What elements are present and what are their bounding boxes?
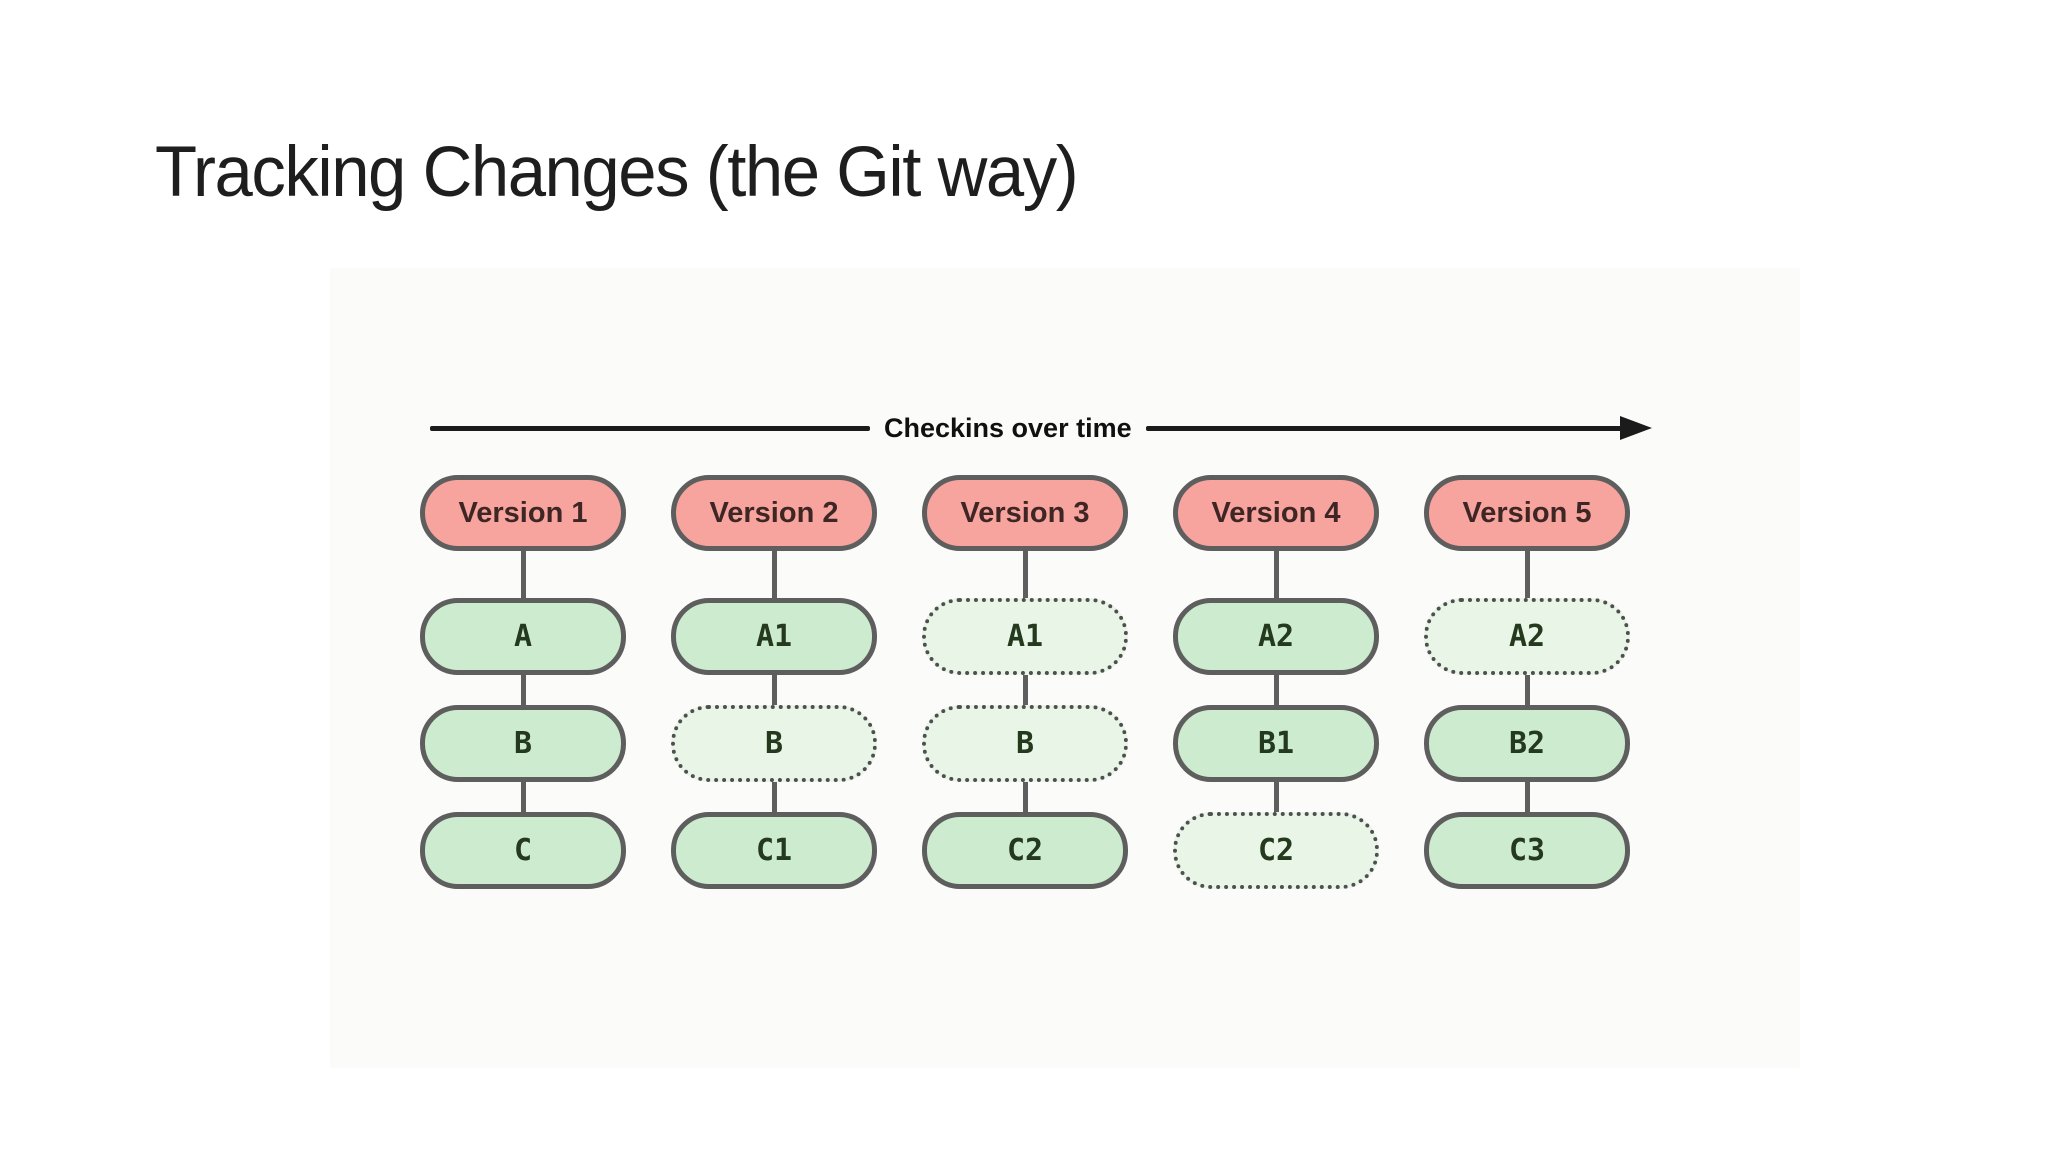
- timeline: Checkins over time: [430, 412, 1652, 444]
- connector-line: [520, 782, 526, 812]
- connector-line: [1524, 551, 1530, 598]
- connector-line: [1022, 675, 1028, 705]
- file-box-solid: B1: [1173, 705, 1379, 782]
- connector-line: [1524, 782, 1530, 812]
- file-box-solid: C2: [922, 812, 1128, 889]
- connector-line: [771, 782, 777, 812]
- timeline-line-left: [430, 425, 870, 431]
- connector-line: [1524, 675, 1530, 705]
- file-box-solid: B: [420, 705, 626, 782]
- connector-line: [1022, 551, 1028, 598]
- timeline-line-right: [1145, 416, 1652, 440]
- connector-line: [771, 675, 777, 705]
- connector-line: [1022, 782, 1028, 812]
- file-box-dashed: A2: [1424, 598, 1630, 675]
- timeline-label: Checkins over time: [884, 412, 1132, 443]
- version-box: Version 3: [922, 475, 1128, 551]
- file-box-solid: C1: [671, 812, 877, 889]
- file-box-dashed: A1: [922, 598, 1128, 675]
- file-box-dashed: B: [922, 705, 1128, 782]
- connector-line: [1273, 675, 1279, 705]
- connector-line: [1273, 782, 1279, 812]
- version-box: Version 1: [420, 475, 626, 551]
- version-box: Version 4: [1173, 475, 1379, 551]
- arrow-right-icon: [1620, 416, 1652, 440]
- connector-line: [771, 551, 777, 598]
- file-box-dashed: C2: [1173, 812, 1379, 889]
- slide-title: Tracking Changes (the Git way): [155, 132, 1079, 212]
- connector-line: [520, 551, 526, 598]
- file-box-solid: C: [420, 812, 626, 889]
- file-box-solid: C3: [1424, 812, 1630, 889]
- file-box-solid: A: [420, 598, 626, 675]
- file-box-solid: A2: [1173, 598, 1379, 675]
- connector-line: [1273, 551, 1279, 598]
- file-box-dashed: B: [671, 705, 877, 782]
- version-box: Version 2: [671, 475, 877, 551]
- file-box-solid: A1: [671, 598, 877, 675]
- file-box-solid: B2: [1424, 705, 1630, 782]
- version-box: Version 5: [1424, 475, 1630, 551]
- connector-line: [520, 675, 526, 705]
